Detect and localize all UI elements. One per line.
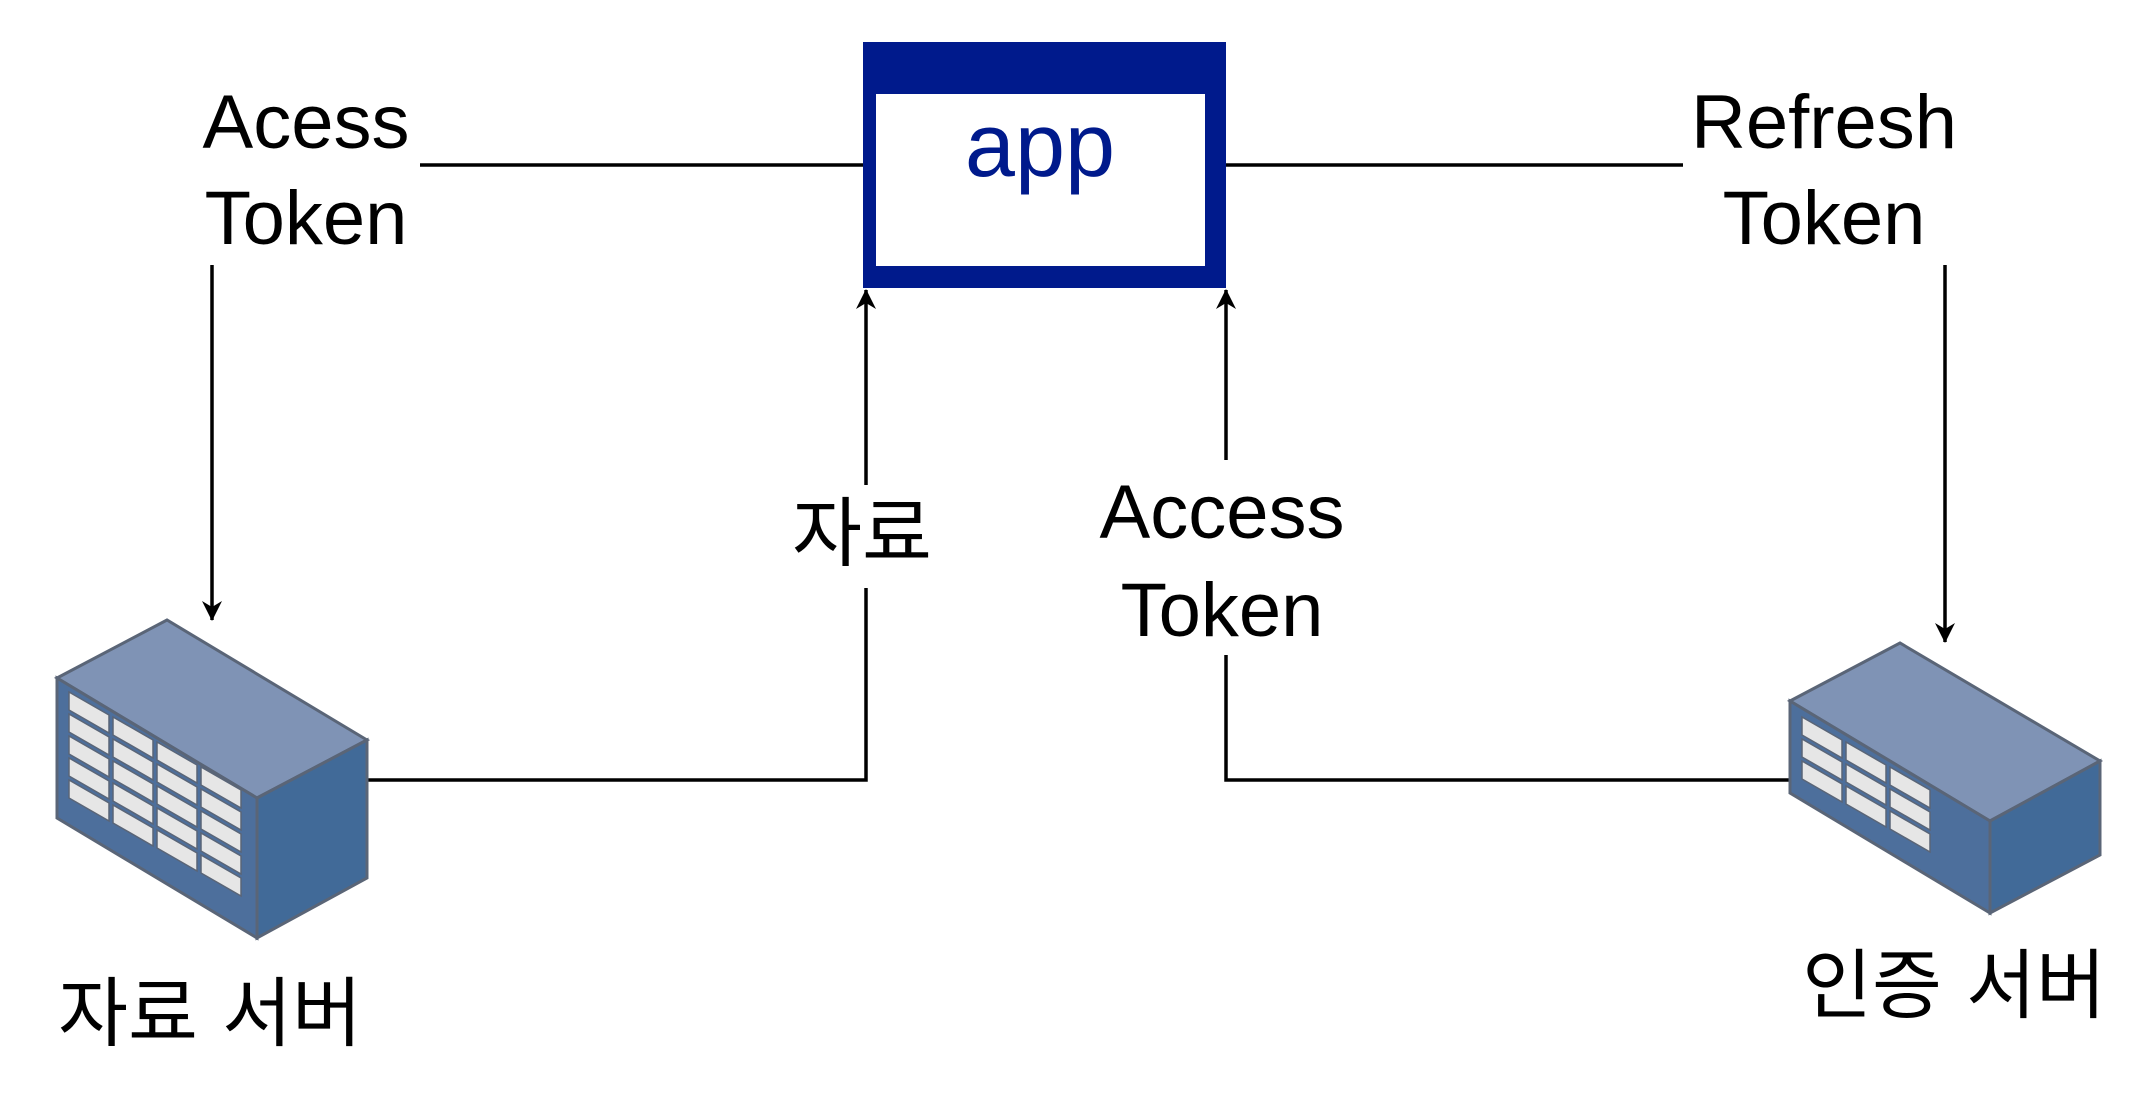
auth-server-label: 인증 서버 xyxy=(1802,941,2106,1030)
left-token-label-line2: Token xyxy=(205,176,408,261)
app-label: app xyxy=(965,96,1115,196)
data-server-icon xyxy=(53,618,371,941)
data-server-label: 자료 서버 xyxy=(58,969,362,1058)
labels: Acess Token Refresh Token 자료 Access Toke… xyxy=(58,80,2106,1058)
middle-data-label: 자료 xyxy=(792,489,932,578)
right-token-label-line1: Refresh xyxy=(1691,80,1957,165)
connector-data-server-to-data-label xyxy=(368,588,868,782)
auth-server-icon xyxy=(1786,641,2104,916)
connectors xyxy=(202,163,1955,782)
middle-token-label-line1: Access xyxy=(1100,470,1345,555)
app-window-body xyxy=(876,94,1205,266)
right-token-label-line2: Token xyxy=(1723,176,1926,261)
left-token-label-line1: Acess xyxy=(203,80,410,165)
app-window: app xyxy=(863,42,1226,288)
connector-auth-server-to-token-label xyxy=(1224,655,1795,782)
middle-token-label-line2: Token xyxy=(1121,568,1324,653)
